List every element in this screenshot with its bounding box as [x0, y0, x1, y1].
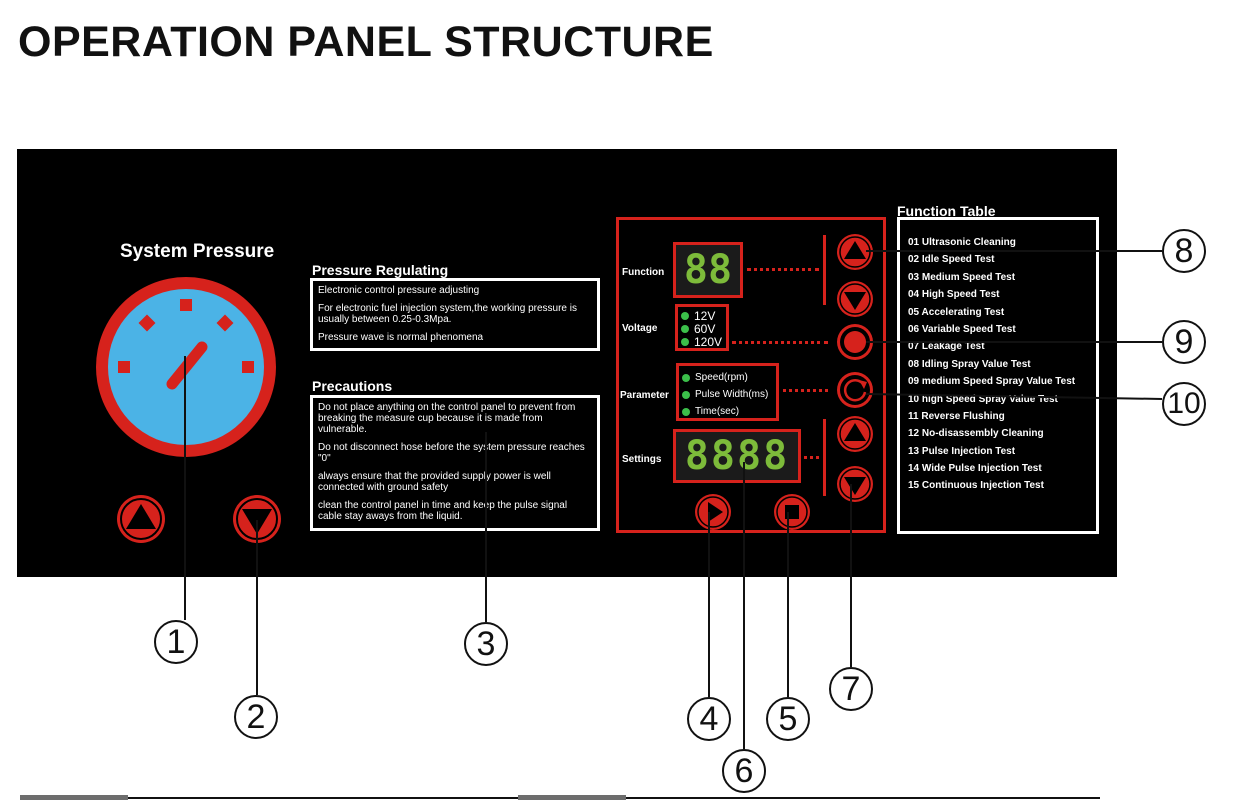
function-item: 12 No-disassembly Cleaning — [908, 428, 1044, 440]
voltage-option: 120V — [681, 334, 723, 349]
pressure-regulating-box: Electronic control pressure adjusting Fo… — [310, 278, 600, 351]
callout-9: 9 — [1162, 320, 1206, 364]
function-item: 06 Variable Speed Test — [908, 323, 1016, 335]
settings-bracket-line — [823, 419, 826, 496]
parameter-option: Pulse Width(ms) — [682, 386, 773, 403]
settings-up-button[interactable] — [835, 414, 875, 454]
parameter-option: Speed(rpm) — [682, 369, 773, 386]
settings-display: 8888 — [673, 429, 801, 483]
callout-7: 7 — [829, 667, 873, 711]
callout-8: 8 — [1162, 229, 1206, 273]
pressure-regulating-line: Pressure wave is normal phenomena — [318, 332, 484, 343]
function-item: 14 Wide Pulse Injection Test — [908, 463, 1042, 475]
settings-dotted-link — [804, 456, 819, 459]
function-item: 07 Leakage Test — [908, 341, 985, 353]
bottom-bar-segment — [20, 795, 128, 800]
parameter-option: Time(sec) — [682, 403, 773, 420]
function-item: 15 Continuous Injection Test — [908, 480, 1044, 492]
function-table: 01 Ultrasonic Cleaning 02 Idle Speed Tes… — [897, 217, 1099, 534]
function-item: 08 Idling Spray Value Test — [908, 358, 1031, 370]
led-icon — [682, 390, 690, 399]
function-up-button[interactable] — [835, 232, 875, 272]
function-display: 88 — [673, 242, 743, 298]
function-bracket-line — [823, 235, 826, 305]
pressure-up-button[interactable] — [114, 492, 168, 546]
callout-1: 1 — [154, 620, 198, 664]
precautions-heading: Precautions — [312, 378, 393, 394]
function-item: 03 Medium Speed Test — [908, 271, 1016, 283]
voltage-select-button[interactable] — [835, 322, 875, 362]
function-table-heading: Function Table — [897, 203, 996, 219]
voltage-label: Voltage — [622, 323, 658, 334]
function-item: 11 Reverse Flushing — [908, 410, 1005, 422]
precautions-box: Do not place anything on the control pan… — [310, 395, 600, 531]
bottom-bar-segment — [518, 795, 626, 800]
function-item: 02 Idle Speed Test — [908, 254, 995, 266]
callout-5: 5 — [766, 697, 810, 741]
voltage-option-label: 12V — [694, 308, 716, 323]
precautions-line: Do not disconnect hose before the system… — [318, 442, 585, 464]
callout-6: 6 — [722, 749, 766, 793]
callout-2: 2 — [234, 695, 278, 739]
settings-label: Settings — [622, 454, 662, 465]
control-section-frame — [616, 217, 886, 533]
operation-panel: System Pressure Pressure Regulating Elec… — [17, 149, 1117, 577]
precautions-line: always ensure that the provided supply p… — [318, 471, 551, 493]
parameter-option-label: Pulse Width(ms) — [695, 389, 769, 400]
parameter-option-label: Time(sec) — [695, 406, 740, 417]
led-icon — [682, 373, 690, 382]
leader-line-10 — [865, 393, 1163, 400]
led-icon — [682, 407, 690, 416]
function-label: Function — [622, 267, 665, 278]
callout-3: 3 — [464, 622, 508, 666]
parameter-dotted-link — [783, 389, 828, 392]
function-item: 09 medium Speed Spray Value Test — [908, 376, 1076, 388]
system-pressure-label: System Pressure — [120, 241, 275, 262]
bottom-bar-line — [128, 797, 518, 799]
parameter-option-label: Speed(rpm) — [695, 372, 748, 383]
function-item: 01 Ultrasonic Cleaning — [908, 237, 1016, 248]
bottom-bar-line — [626, 797, 1100, 799]
voltage-option: 12V — [681, 308, 723, 323]
led-icon — [681, 324, 689, 333]
led-icon — [681, 337, 689, 346]
parameter-indicator-box: Speed(rpm) Pulse Width(ms) Time(sec) — [676, 363, 779, 421]
function-down-button[interactable] — [835, 279, 875, 319]
voltage-option: 60V — [681, 321, 723, 336]
settings-down-button[interactable] — [835, 464, 875, 504]
voltage-indicator-box: 12V 60V 120V — [675, 304, 729, 351]
start-button[interactable] — [693, 492, 733, 532]
callout-4: 4 — [687, 697, 731, 741]
function-item: 04 High Speed Test — [908, 289, 1000, 301]
page-title: OPERATION PANEL STRUCTURE — [18, 18, 714, 66]
callout-10: 10 — [1162, 382, 1206, 426]
function-dotted-link — [747, 268, 819, 271]
voltage-dotted-link — [732, 341, 828, 344]
parameter-cycle-button[interactable] — [835, 370, 875, 410]
function-item: 05 Accelerating Test — [908, 306, 1005, 318]
precautions-line: clean the control panel in time and keep… — [318, 500, 568, 522]
pressure-regulating-line: Electronic control pressure adjusting — [318, 285, 480, 296]
pressure-regulating-heading: Pressure Regulating — [312, 262, 449, 278]
pressure-regulating-line: For electronic fuel injection system,the… — [318, 303, 577, 325]
precautions-line: Do not place anything on the control pan… — [318, 402, 576, 435]
function-item: 13 Pulse Injection Test — [908, 445, 1016, 457]
led-icon — [681, 311, 689, 320]
voltage-option-label: 120V — [694, 334, 723, 349]
voltage-option-label: 60V — [694, 321, 716, 336]
function-item: 10 high Speed Spray Value Test — [908, 393, 1058, 405]
parameter-label: Parameter — [620, 390, 669, 401]
